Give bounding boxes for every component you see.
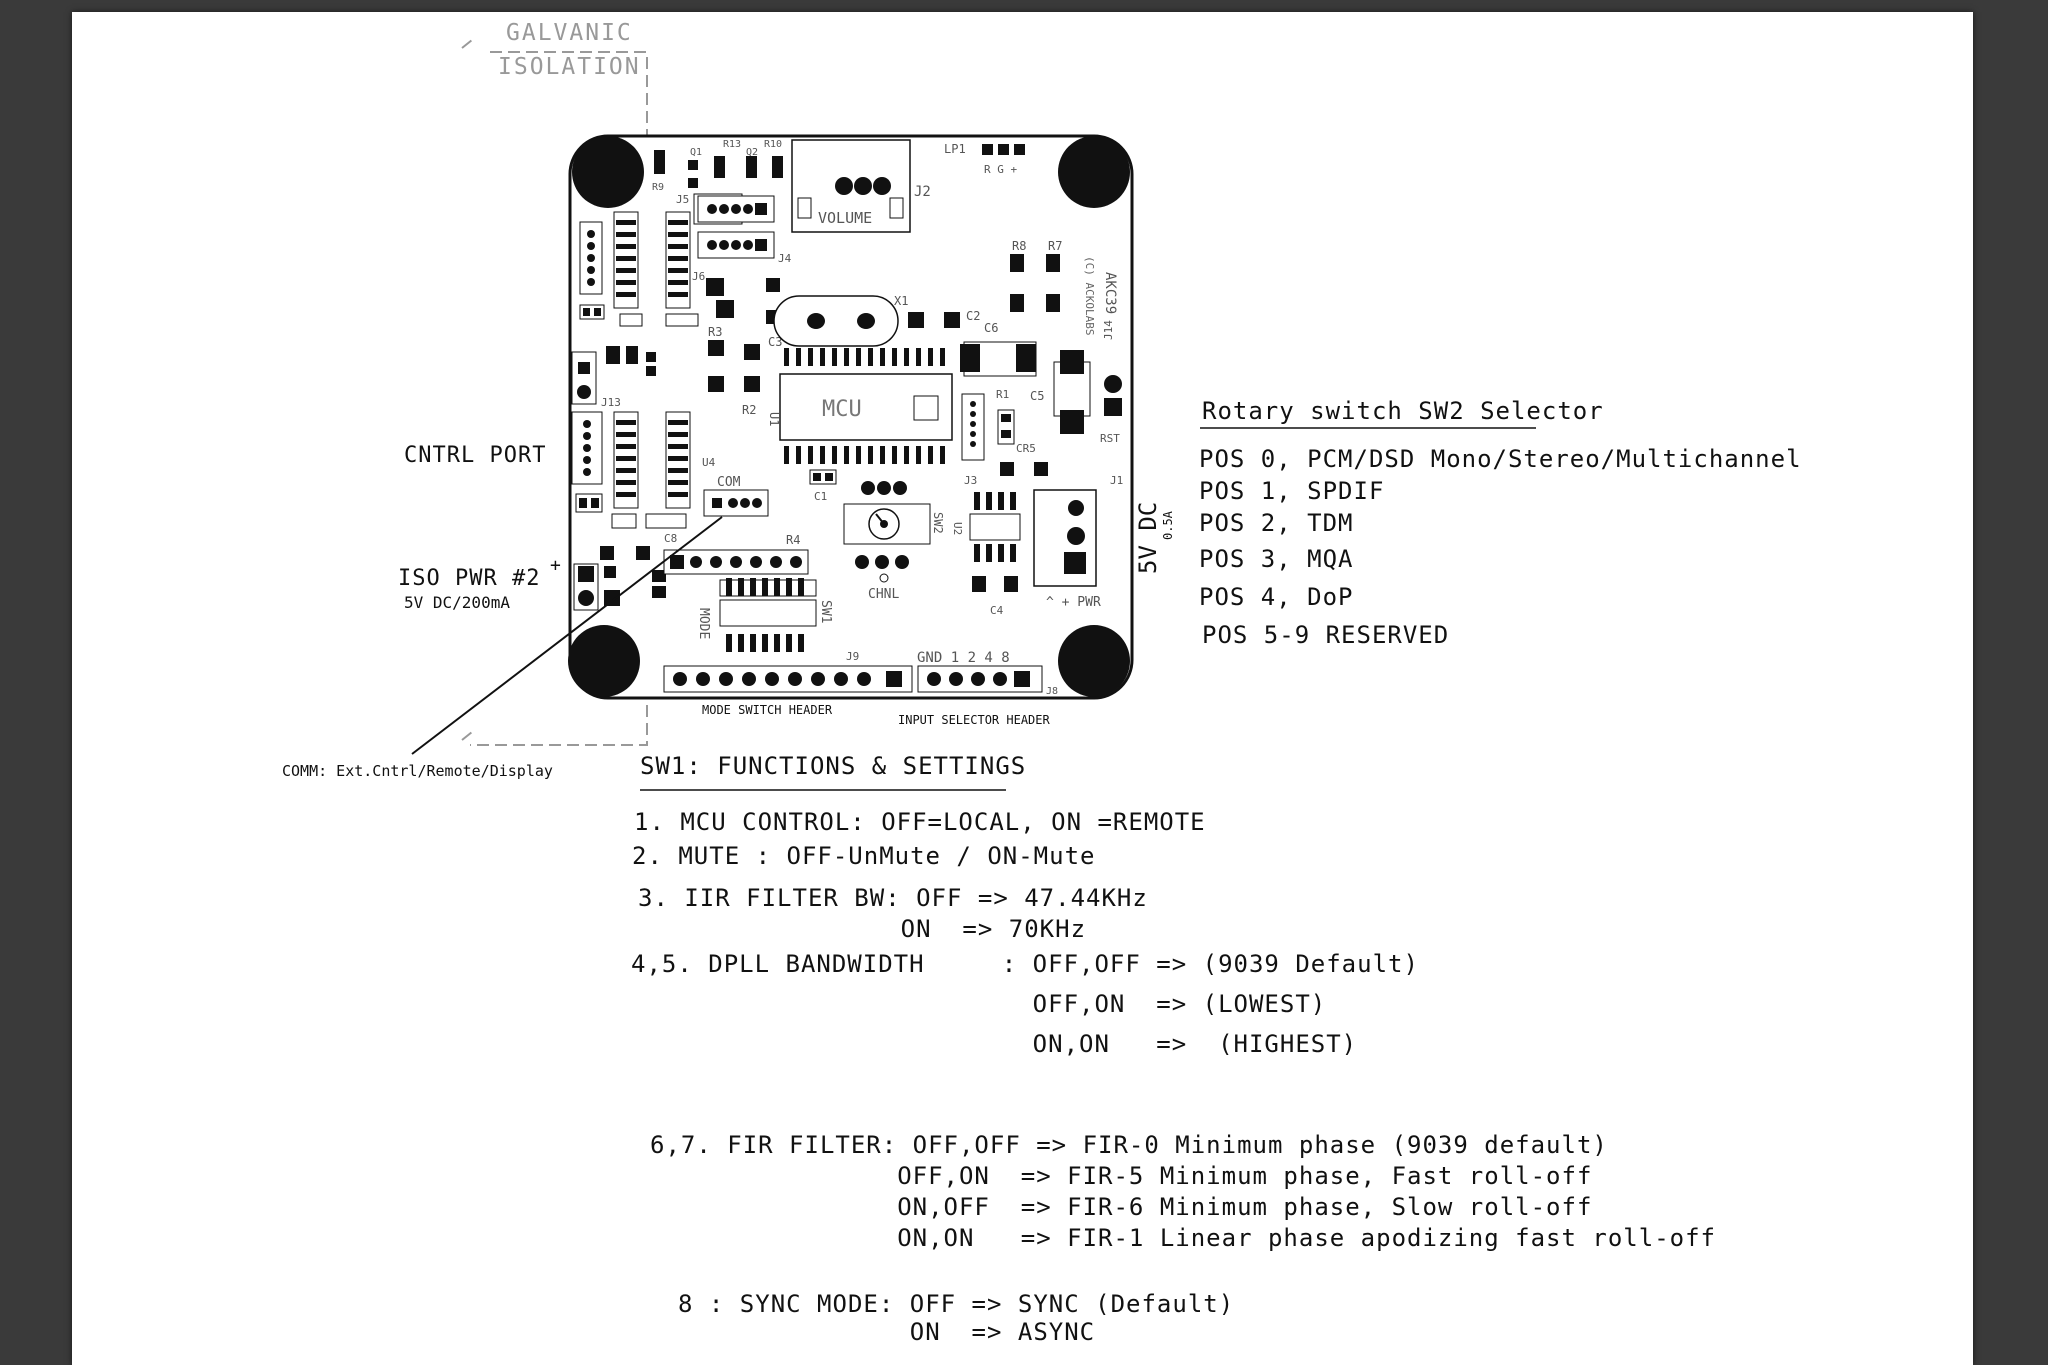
- svg-text:SW1: SW1: [818, 600, 833, 623]
- crystal-x1: X1 C2 C6: [773, 294, 998, 347]
- rotary-pos-0: POS 0, PCM/DSD Mono/Stereo/Multichannel: [1199, 445, 1802, 473]
- galvanic-label-2: ISOLATION: [498, 54, 641, 80]
- svg-text:^ + PWR: ^ + PWR: [1046, 595, 1101, 610]
- svg-text:J14: J14: [1102, 320, 1115, 340]
- mode-switch-header-pins: J9: [663, 650, 913, 693]
- rotary-pos-4: POS 4, DoP: [1199, 583, 1354, 611]
- svg-text:R9: R9: [652, 182, 664, 193]
- rotary-title: Rotary switch SW2 Selector: [1202, 397, 1604, 425]
- svg-text:C4: C4: [990, 604, 1004, 617]
- svg-text:R4: R4: [786, 533, 800, 547]
- galvanic-isolation-boundary: [461, 39, 648, 746]
- mounting-hole-tr: [1058, 136, 1130, 208]
- svg-text:C8: C8: [664, 532, 677, 545]
- svg-text:C2: C2: [966, 309, 980, 323]
- power-current: 0.5A: [1161, 510, 1175, 540]
- rotary-pos-2: POS 2, TDM: [1199, 509, 1354, 537]
- svg-text:R G +: R G +: [984, 163, 1017, 176]
- rotary-switch-sw2: CHNL SW2: [843, 481, 945, 602]
- svg-text:R2: R2: [742, 403, 756, 417]
- mcu-chip: MCU U1 C1: [767, 348, 953, 503]
- iso-pwr-plus: +: [550, 555, 561, 576]
- svg-text:R1: R1: [996, 388, 1009, 401]
- comm-callout-line: [411, 516, 723, 755]
- sw1-item-2: 2. MUTE : OFF-UnMute / ON-Mute: [632, 842, 1096, 870]
- svg-text:CR5: CR5: [1016, 442, 1036, 455]
- svg-text:CHNL: CHNL: [868, 587, 899, 602]
- svg-text:MODE: MODE: [696, 608, 711, 639]
- svg-text:R10: R10: [764, 139, 782, 150]
- rotary-pos-3: POS 3, MQA: [1199, 545, 1354, 573]
- sw1-item-3: 3. IIR FILTER BW: OFF => 47.44KHz ON => …: [638, 884, 1148, 943]
- sw1-area: R4 MODE SW1: [663, 533, 833, 652]
- sw1-item-1: 1. MCU CONTROL: OFF=LOCAL, ON =REMOTE: [634, 808, 1206, 836]
- svg-text:GND 1 2 4 8: GND 1 2 4 8: [917, 650, 1010, 666]
- svg-text:SW2: SW2: [931, 512, 945, 534]
- right-component-cluster: R8 R7 (C) ACKOLABS AKC39 C5 J14 RST R1 J…: [951, 239, 1123, 617]
- svg-text:R13: R13: [723, 139, 741, 150]
- svg-text:J4: J4: [778, 252, 792, 265]
- rotary-pos-1: POS 1, SPDIF: [1199, 477, 1385, 505]
- mounting-hole-br: [1058, 625, 1130, 697]
- svg-text:U4: U4: [702, 456, 716, 469]
- mounting-hole-tl: [572, 136, 644, 208]
- svg-text:U1: U1: [767, 412, 781, 426]
- com-header: COM: [703, 475, 769, 517]
- mounting-hole-bl: [568, 625, 640, 697]
- iso-pwr-label: ISO PWR #2: [398, 566, 540, 591]
- lp1-led: LP1 R G +: [944, 142, 1025, 176]
- sw1-item-6-7: 6,7. FIR FILTER: OFF,OFF => FIR-0 Minimu…: [650, 1131, 1716, 1252]
- svg-text:J13: J13: [601, 396, 621, 409]
- input-selector-header-pins: GND 1 2 4 8 J8: [917, 650, 1058, 697]
- galvanic-label-1: GALVANIC: [506, 20, 633, 46]
- svg-text:R3: R3: [708, 325, 722, 339]
- j2-silk: J2: [914, 184, 931, 200]
- svg-text:J3: J3: [964, 474, 977, 487]
- comm-callout: COMM: Ext.Cntrl/Remote/Display: [282, 762, 553, 780]
- svg-text:J5: J5: [676, 193, 689, 206]
- mode-switch-header-label: MODE SWITCH HEADER: [702, 703, 833, 717]
- svg-text:AKC39: AKC39: [1102, 272, 1118, 314]
- svg-text:C1: C1: [814, 490, 827, 503]
- mcu-silk: MCU: [822, 397, 862, 422]
- power-label: 5V DC: [1134, 502, 1162, 574]
- svg-text:C5: C5: [1030, 389, 1044, 403]
- iso-pwr-rating: 5V DC/200mA: [404, 593, 510, 612]
- svg-text:R7: R7: [1048, 239, 1062, 253]
- svg-text:J1: J1: [1110, 474, 1123, 487]
- svg-text:J8: J8: [1046, 686, 1058, 697]
- left-component-cluster: Q1 Q2 R13 R10 R9 J5 J4 J13: [571, 139, 792, 611]
- svg-text:COM: COM: [717, 475, 741, 490]
- svg-text:C3: C3: [768, 335, 782, 349]
- sw1-item-8: 8 : SYNC MODE: OFF => SYNC (Default) ON …: [678, 1290, 1235, 1346]
- sw1-title: SW1: FUNCTIONS & SETTINGS: [640, 752, 1027, 780]
- svg-text:U2: U2: [951, 522, 964, 535]
- svg-text:J6: J6: [692, 270, 705, 283]
- cntrl-port-label: CNTRL PORT: [404, 443, 546, 468]
- sw1-item-4-5: 4,5. DPLL BANDWIDTH : OFF,OFF => (9039 D…: [631, 950, 1419, 1058]
- svg-text:C6: C6: [984, 321, 998, 335]
- input-selector-header-label: INPUT SELECTOR HEADER: [898, 713, 1050, 727]
- svg-text:J9: J9: [846, 650, 859, 663]
- svg-text:LP1: LP1: [944, 142, 966, 156]
- volume-connector: VOLUME J2: [791, 139, 931, 233]
- svg-text:Q2: Q2: [746, 147, 758, 158]
- rotary-pos-5: POS 5-9 RESERVED: [1202, 621, 1450, 649]
- svg-text:Q1: Q1: [690, 147, 702, 158]
- svg-text:R8: R8: [1012, 239, 1026, 253]
- volume-silk: VOLUME: [818, 209, 872, 227]
- svg-text:X1: X1: [894, 294, 908, 308]
- svg-text:RST: RST: [1100, 432, 1120, 445]
- svg-text:(C) ACKOLABS: (C) ACKOLABS: [1083, 256, 1096, 335]
